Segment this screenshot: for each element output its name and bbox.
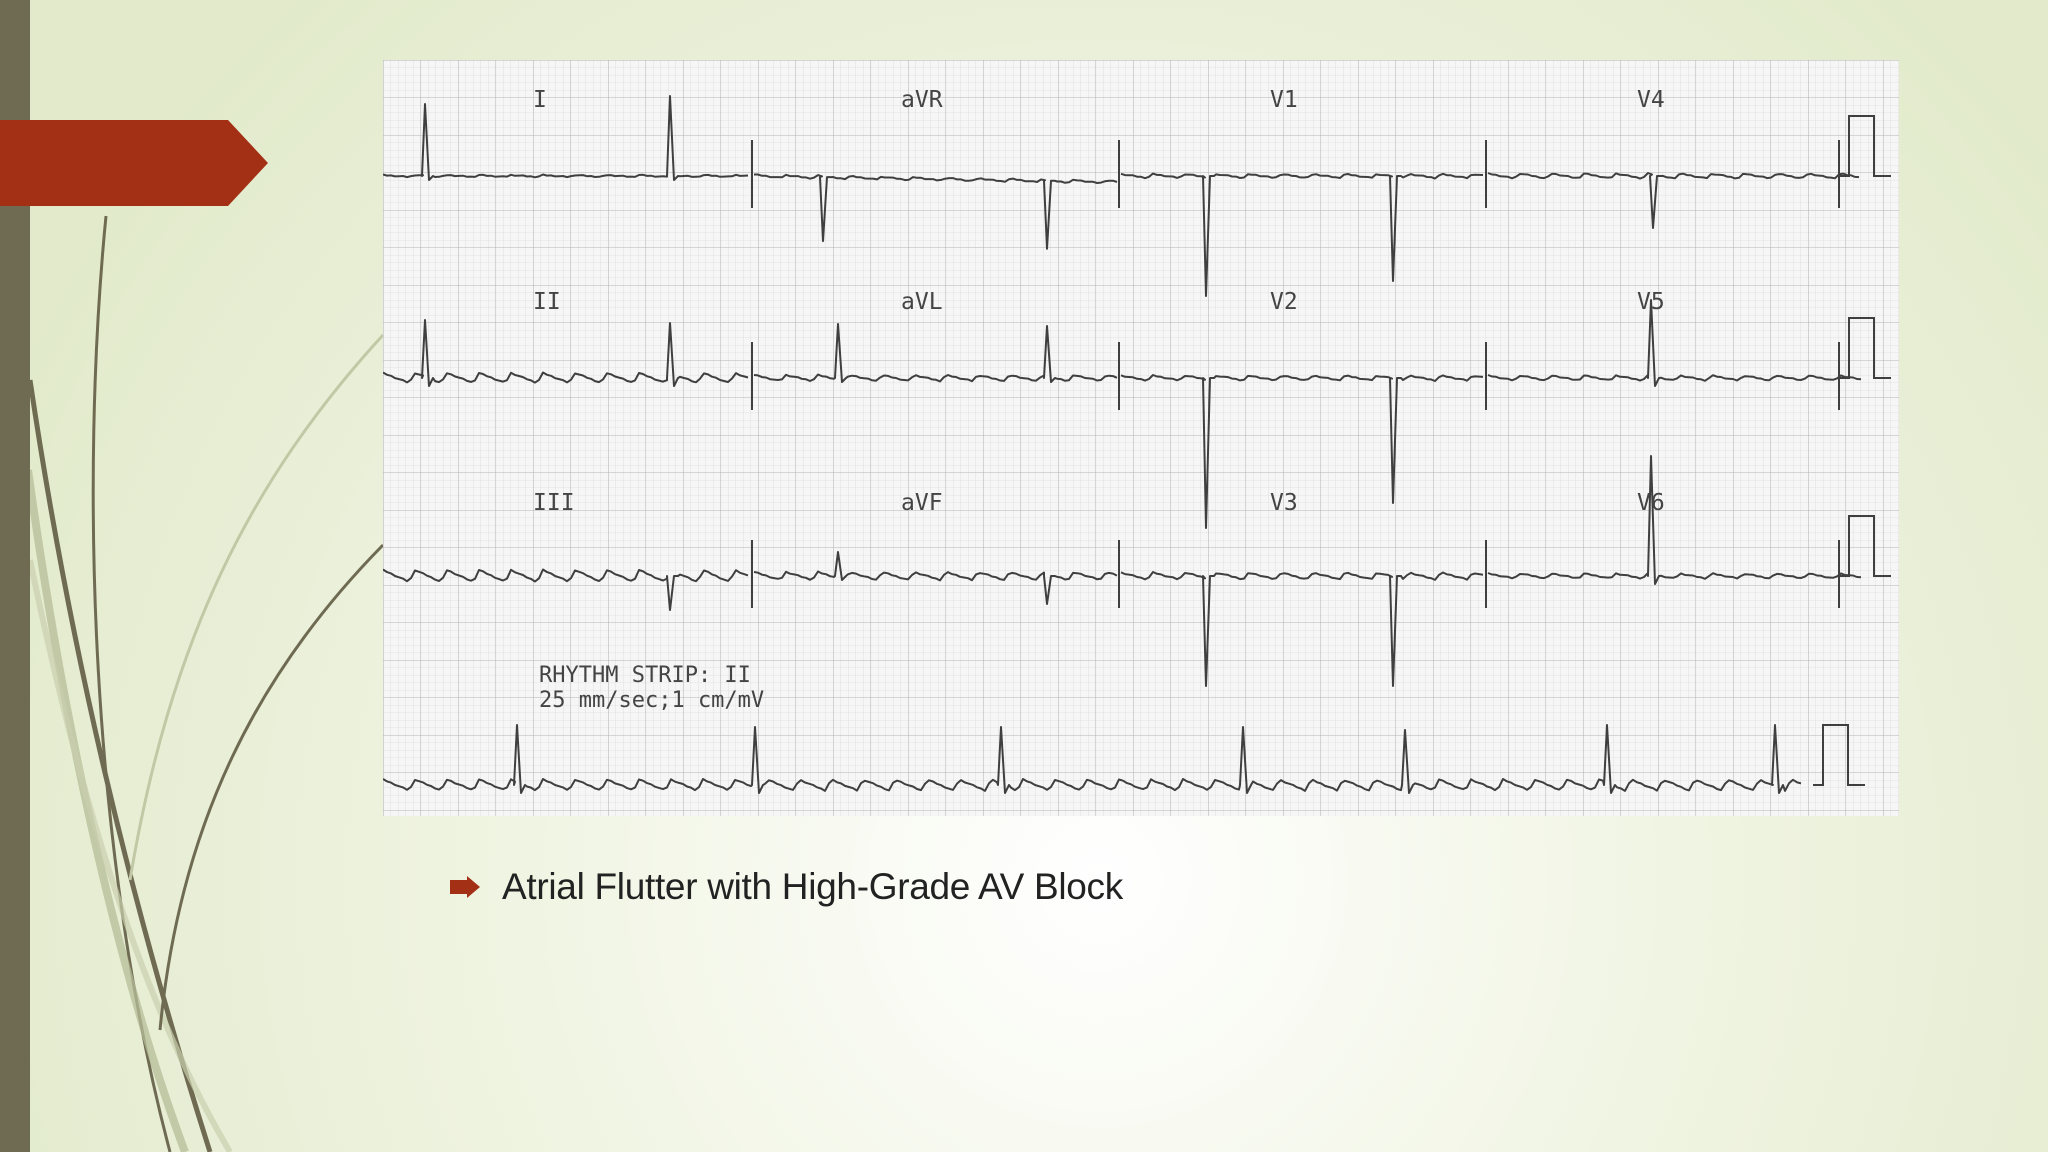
lead-label-V5: V5 xyxy=(1637,289,1665,315)
ecg-trace xyxy=(1120,374,1484,529)
ecg-trace xyxy=(1487,299,1862,387)
ecg-traces xyxy=(383,95,1891,794)
arrow-bullet-icon xyxy=(450,876,480,898)
lead-label-V6: V6 xyxy=(1637,490,1665,516)
ecg-trace xyxy=(1487,172,1860,229)
ecg-trace xyxy=(1120,172,1484,297)
ecg-trace xyxy=(1487,455,1862,585)
calibration-pulse xyxy=(1839,115,1891,177)
ecg-trace xyxy=(383,319,749,387)
ecg-trace xyxy=(753,551,1118,605)
lead-label-I: I xyxy=(533,87,547,113)
lead-label-V1: V1 xyxy=(1270,87,1298,113)
bullet-item: Atrial Flutter with High-Grade AV Block xyxy=(450,866,1123,908)
ecg-grid xyxy=(383,60,1899,816)
calibration-pulse xyxy=(1813,724,1865,786)
rhythm-strip-label: RHYTHM STRIP: II xyxy=(539,663,751,688)
decorative-curve xyxy=(128,333,385,881)
ecg-trace xyxy=(753,323,1118,383)
rhythm-strip-speed: 25 mm/sec;1 cm/mV xyxy=(539,688,764,713)
decorative-curve xyxy=(24,469,189,1152)
rhythm-strip-trace xyxy=(383,724,1802,794)
decorative-curve xyxy=(27,559,233,1152)
ecg-trace xyxy=(1120,571,1484,687)
ecg-image: I aVR V1 V4 II aVL V2 V5 III aVF V3 V6 R… xyxy=(383,60,1899,816)
lead-label-aVR: aVR xyxy=(901,87,943,113)
lead-label-aVF: aVF xyxy=(901,490,943,516)
calibration-pulse xyxy=(1839,317,1891,379)
ecg-lead-labels: I aVR V1 V4 II aVL V2 V5 III aVF V3 V6 xyxy=(533,87,1665,516)
lead-label-V2: V2 xyxy=(1270,289,1298,315)
caption-text: Atrial Flutter with High-Grade AV Block xyxy=(502,866,1123,907)
lead-label-aVL: aVL xyxy=(901,289,943,315)
ecg-trace xyxy=(383,95,749,181)
lead-label-V3: V3 xyxy=(1270,490,1298,516)
lead-label-III: III xyxy=(533,490,575,516)
lead-label-II: II xyxy=(533,289,561,315)
ecg-trace xyxy=(383,568,749,611)
decorative-curve xyxy=(158,543,385,1031)
calibration-pulse xyxy=(1839,515,1891,577)
accent-arrow xyxy=(0,120,268,206)
ecg-trace xyxy=(754,173,1118,250)
lead-label-V4: V4 xyxy=(1637,87,1665,113)
